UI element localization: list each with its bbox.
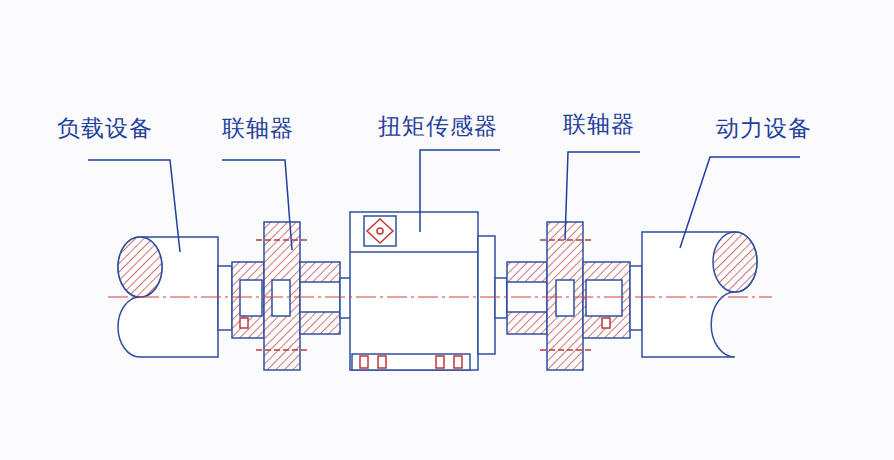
part-label: 联轴器 [222, 114, 294, 142]
coupling-left [232, 222, 340, 370]
part-label: 联轴器 [563, 110, 635, 138]
part-label: 负载设备 [57, 114, 153, 142]
center-line [108, 296, 772, 297]
part-label: 动力设备 [716, 114, 812, 142]
coupling-right [507, 222, 630, 370]
power-device [630, 232, 757, 357]
part-label: 扭矩传感器 [378, 112, 498, 140]
leader-lines [88, 150, 800, 252]
torque-sensor-body [340, 212, 507, 370]
